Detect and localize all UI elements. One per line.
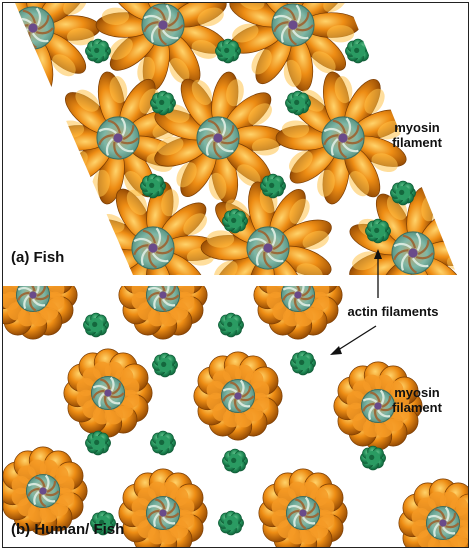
actin-filament <box>222 208 248 234</box>
filament-lattice-art <box>3 3 468 547</box>
myosin-filament-label-b: myosin filament <box>387 385 447 416</box>
actin-filament <box>150 90 176 116</box>
myosin-filament <box>275 71 407 205</box>
myosin-label-a-line1: myosin <box>394 120 440 135</box>
myosin-filament <box>349 186 457 275</box>
actin-filament <box>218 312 244 338</box>
actin-filament <box>152 352 178 378</box>
myosin-label-b-line2: filament <box>392 399 442 415</box>
annotation-arrows <box>330 249 382 355</box>
myosin-filament-label-a: myosin filament <box>387 120 447 151</box>
actin-filament <box>260 173 286 199</box>
myosin-filament <box>398 478 468 547</box>
myosin-filament <box>118 468 208 547</box>
myosin-filament <box>118 286 208 340</box>
myosin-filament <box>95 3 227 92</box>
actin-filament <box>360 445 386 471</box>
panel-a-label: (a) Fish <box>11 249 65 266</box>
myosin-filament <box>229 3 361 92</box>
actin-filament <box>345 38 371 64</box>
myosin-label-b-line1: myosin <box>394 385 440 400</box>
myosin-filament <box>3 446 88 536</box>
actin-filament <box>215 38 241 64</box>
actin-filament <box>285 90 311 116</box>
myosin-filament <box>3 286 78 340</box>
actin-filament <box>140 173 166 199</box>
myosin-label-a-line2: filament <box>392 134 442 150</box>
arrowhead-actin-a <box>374 249 382 259</box>
myosin-filament <box>200 181 332 275</box>
panel-b-lattice <box>3 286 468 547</box>
arrow-to-actin-b <box>334 325 377 353</box>
actin-filament <box>150 430 176 456</box>
myosin-filament <box>193 351 283 441</box>
actin-filament <box>390 180 416 206</box>
actin-filament <box>290 350 316 376</box>
panel-a-lattice <box>15 3 457 275</box>
actin-filament <box>222 448 248 474</box>
actin-filament <box>83 312 109 338</box>
actin-filament <box>85 38 111 64</box>
myosin-filament <box>333 361 423 451</box>
actin-filaments-label: actin filaments <box>347 304 439 319</box>
myosin-filament <box>258 468 348 547</box>
myosin-filament <box>253 286 343 340</box>
actin-filament <box>90 510 116 536</box>
panel-b-label: (b) Human/ Fish <box>11 521 125 538</box>
actin-filament <box>218 510 244 536</box>
actin-filament <box>365 218 391 244</box>
actin-filament <box>85 430 111 456</box>
arrowhead-actin-b <box>330 346 342 355</box>
myosin-filament <box>154 71 286 205</box>
myosin-filament <box>63 348 153 438</box>
